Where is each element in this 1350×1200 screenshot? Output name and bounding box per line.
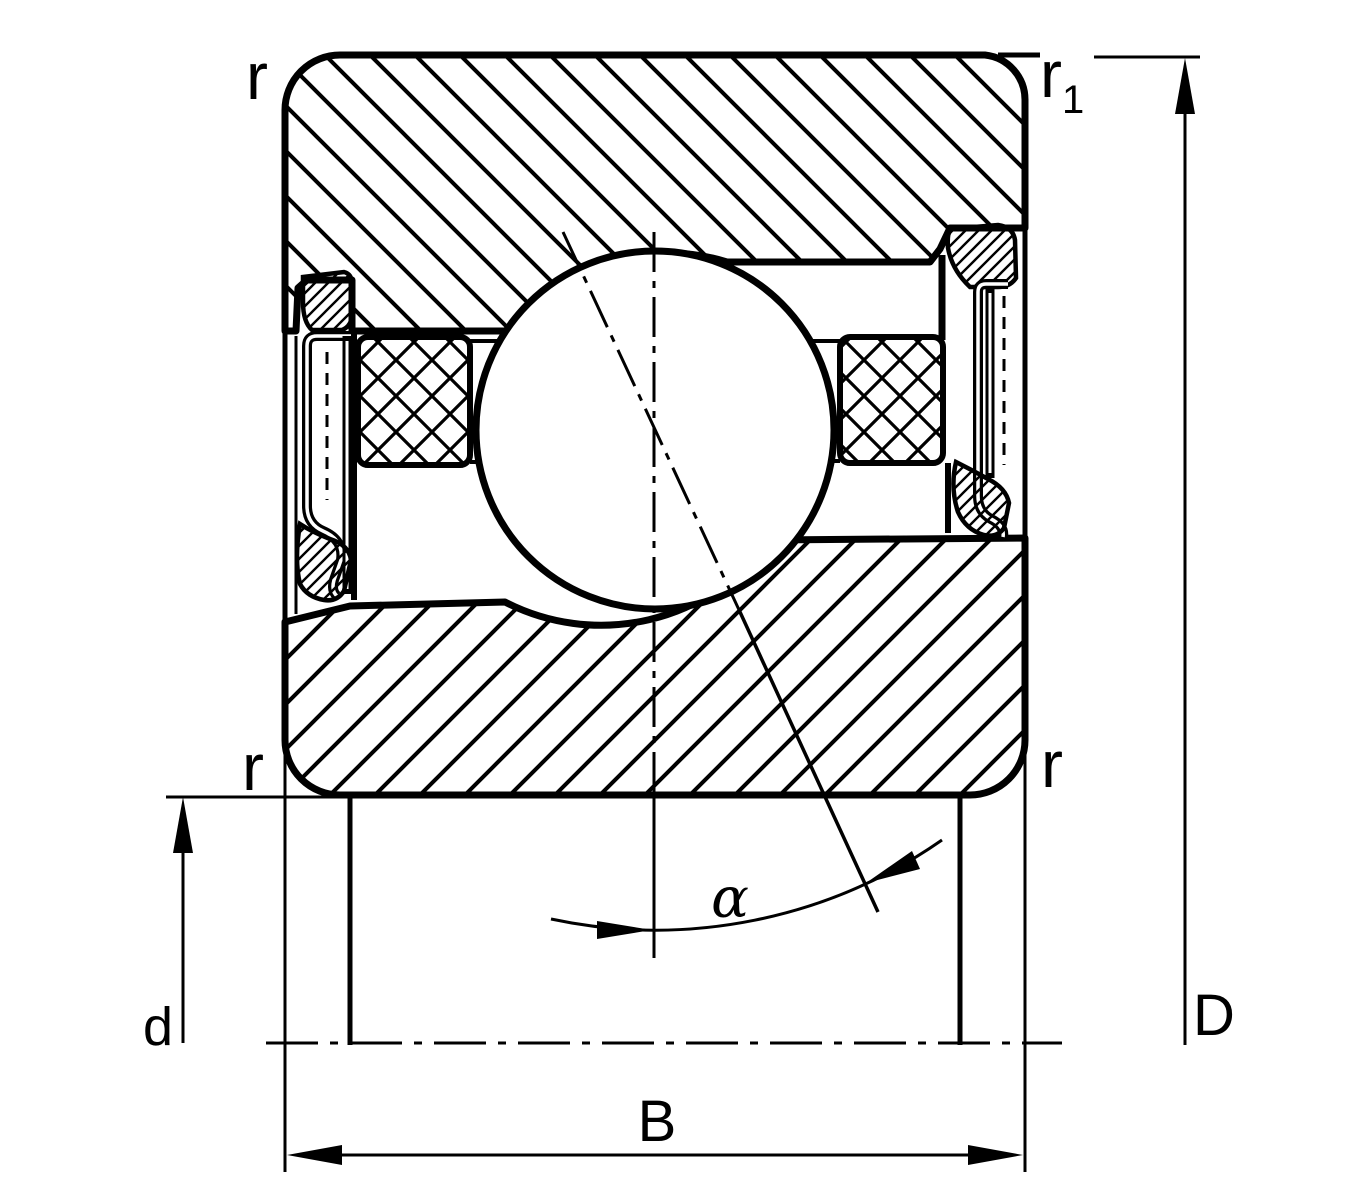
label-r1-top-right: r1: [1040, 37, 1084, 122]
alpha-arrowhead-right: [866, 851, 920, 883]
seal-right: [938, 222, 1019, 538]
dimension-B: [283, 745, 1027, 1172]
contact-angle-axis-dashdot: [561, 231, 742, 613]
label-r-bottom-left: r: [242, 730, 264, 804]
dimension-alpha: [550, 838, 943, 939]
cage-right-section: [837, 334, 946, 466]
label-d: d: [143, 997, 173, 1057]
seal-left-anchor-rubber: [300, 269, 355, 333]
seal-left-lip-rubber: [294, 520, 354, 603]
label-r1-base: r: [1040, 37, 1062, 111]
cage-prong-lines: [470, 339, 840, 464]
B-arrowhead-left: [287, 1145, 342, 1165]
D-arrowhead-up: [1175, 58, 1195, 114]
d-arrowhead-up: [173, 797, 193, 853]
seal-right-lip-rubber: [951, 458, 1012, 538]
inner-ring-section: [281, 534, 1029, 799]
label-D: D: [1193, 983, 1235, 1048]
dimension-d: [166, 795, 352, 1043]
B-arrowhead-right: [968, 1145, 1023, 1165]
contact-angle-axis-solid: [738, 611, 880, 913]
label-r-bottom-right: r: [1041, 727, 1063, 801]
label-r1-subscript: 1: [1062, 78, 1084, 122]
alpha-arrowhead-left: [597, 921, 652, 939]
label-alpha: α: [711, 866, 749, 931]
label-r-top-left: r: [246, 39, 268, 113]
label-B: B: [638, 1089, 677, 1154]
dimension-D: [998, 52, 1200, 1045]
cage-left-section: [355, 334, 473, 468]
seal-right-anchor-rubber: [945, 222, 1019, 290]
seal-left: [294, 269, 357, 603]
